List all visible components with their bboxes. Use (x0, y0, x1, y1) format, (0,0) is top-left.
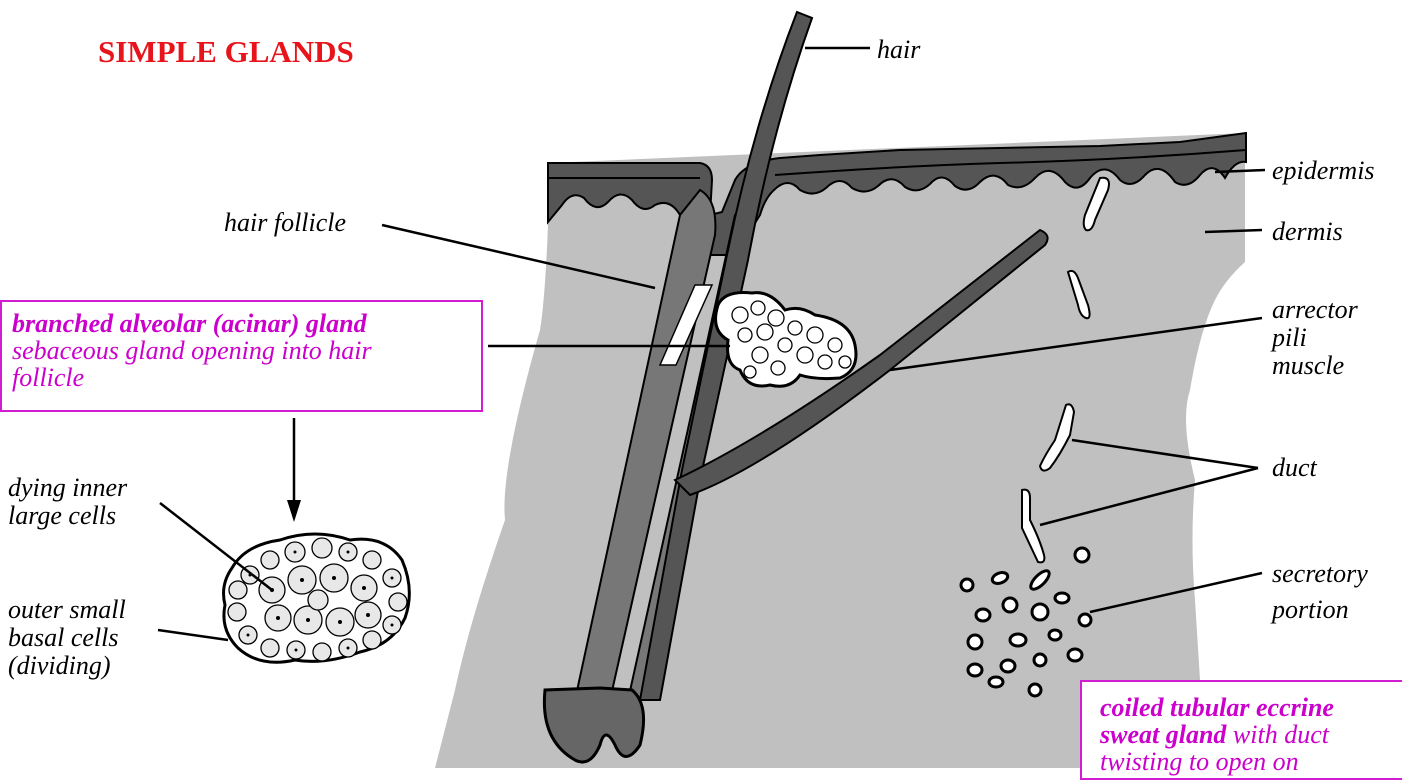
label-dying-line-2: large cells (8, 502, 127, 530)
label-outer-basal-cells: outer small basal cells (dividing) (8, 596, 126, 680)
callout-alveolar-title: branched alveolar (acinar) gland (12, 310, 481, 337)
leader-outer-cells (158, 630, 228, 640)
label-arrector-line-2: pili (1272, 324, 1358, 352)
dermis-region (435, 133, 1245, 768)
callout-eccrine-line-3: twisting to open on (1100, 748, 1402, 775)
callout-alveolar-line-3: follicle (12, 364, 481, 391)
label-arrector-pili-muscle: arrector pili muscle (1272, 296, 1358, 380)
callout-eccrine-title: coiled tubular eccrine (1100, 694, 1402, 721)
callout-eccrine-gland: coiled tubular eccrine sweat gland with … (1080, 680, 1402, 780)
label-hair: hair (877, 36, 920, 64)
label-arrector-line-3: muscle (1272, 352, 1358, 380)
label-secretory-portion: secretory portion (1272, 560, 1368, 624)
callout-eccrine-line-2: sweat gland with duct (1100, 721, 1402, 748)
callout-alveolar-line-2: sebaceous gland opening into hair (12, 337, 481, 364)
label-secretory-line-1: secretory (1272, 560, 1368, 588)
label-epidermis: epidermis (1272, 157, 1375, 185)
label-outer-line-2: basal cells (8, 624, 126, 652)
arrow-head (287, 500, 301, 522)
label-duct: duct (1272, 454, 1317, 482)
label-dermis: dermis (1272, 218, 1343, 246)
label-outer-line-1: outer small (8, 596, 126, 624)
page-title: SIMPLE GLANDS (98, 34, 354, 70)
label-secretory-line-2: portion (1272, 596, 1368, 624)
label-hair-follicle: hair follicle (224, 209, 346, 237)
label-dying-line-1: dying inner (8, 474, 127, 502)
callout-alveolar-gland: branched alveolar (acinar) gland sebaceo… (0, 300, 483, 412)
label-outer-line-3: (dividing) (8, 652, 126, 680)
label-arrector-line-1: arrector (1272, 296, 1358, 324)
label-dying-inner-cells: dying inner large cells (8, 474, 127, 530)
